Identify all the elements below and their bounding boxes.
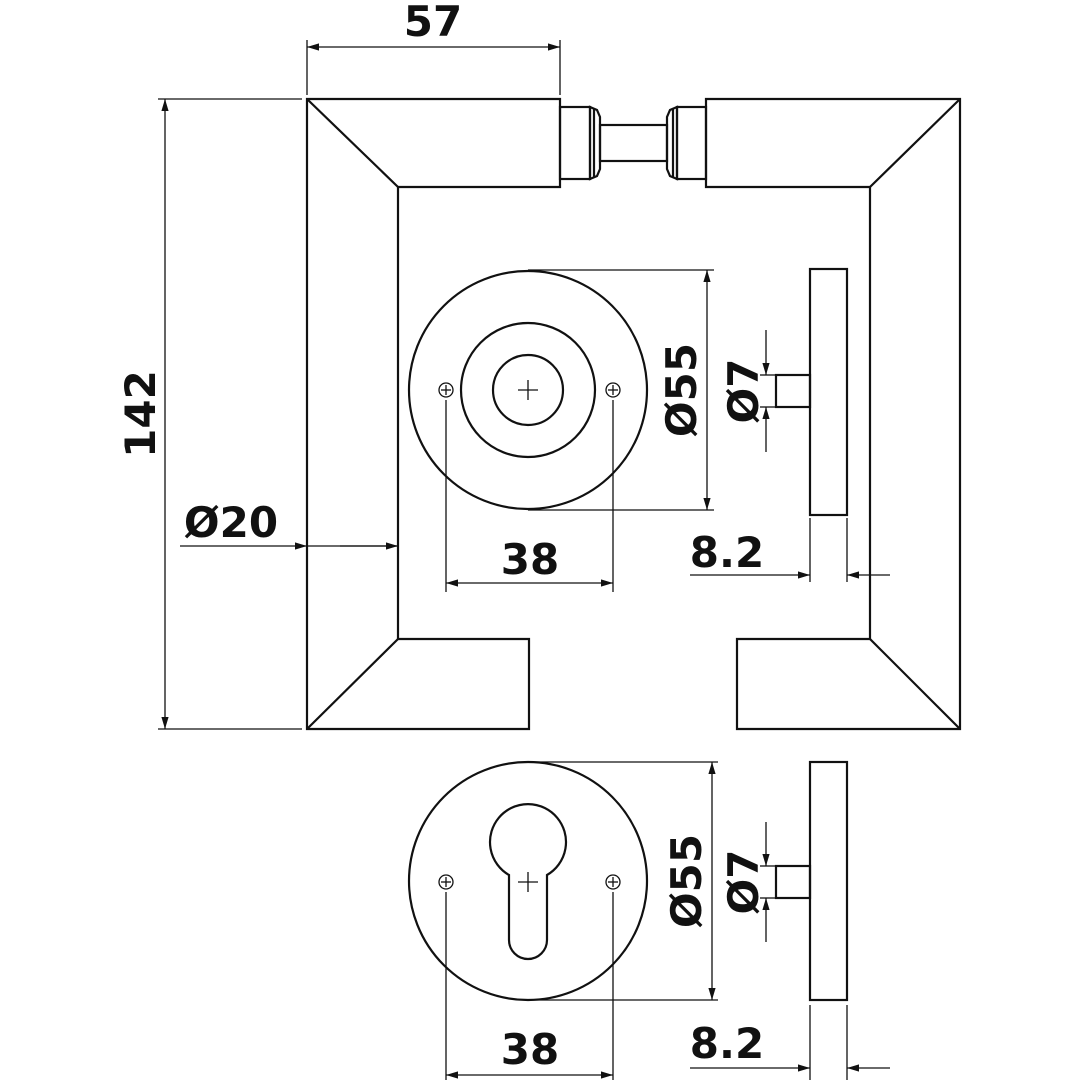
lever-handle-left <box>305 97 562 731</box>
dimension-diameter-7-bottom: Ø7 <box>719 822 776 942</box>
escutcheon-front-view-bottom <box>407 760 649 1002</box>
dimension-diameter-7-top: Ø7 <box>719 330 776 452</box>
spindle-connector <box>558 105 708 181</box>
dimension-label: Ø7 <box>719 359 768 424</box>
dimension-diameter-55-bottom: Ø55 <box>528 761 718 1001</box>
escutcheon-side-view-bottom <box>774 760 849 1002</box>
lever-handle-right <box>704 97 962 731</box>
dimension-57: 57 <box>306 0 561 95</box>
dimension-label: Ø55 <box>662 834 711 928</box>
dimension-label: 142 <box>116 370 165 458</box>
rose-front-view-top <box>407 269 649 511</box>
dimension-8-2-bottom: 8.2 <box>690 1005 890 1080</box>
dimension-label: 8.2 <box>690 528 764 577</box>
screw-hole <box>605 874 621 890</box>
euro-cylinder-cutout <box>488 803 568 961</box>
dimension-38-top: 38 <box>445 400 614 592</box>
dimension-label: Ø7 <box>719 850 768 915</box>
dimension-label: 38 <box>501 1025 559 1074</box>
dimension-diameter-55-top: Ø55 <box>528 269 714 511</box>
screw-hole <box>605 382 621 398</box>
dimension-8-2-top: 8.2 <box>690 518 890 582</box>
dimension-label: 38 <box>501 535 559 584</box>
dimension-142: 142 <box>116 98 302 730</box>
screw-hole <box>438 874 454 890</box>
dimension-label: 57 <box>404 0 462 46</box>
dimension-label: Ø20 <box>184 498 278 547</box>
dimension-diameter-20: Ø20 <box>180 498 398 550</box>
dimension-38-bottom: 38 <box>445 892 614 1080</box>
dimension-label: 8.2 <box>690 1019 764 1068</box>
dimension-label: Ø55 <box>657 343 706 437</box>
rose-side-view-top <box>774 267 849 517</box>
screw-hole <box>438 382 454 398</box>
